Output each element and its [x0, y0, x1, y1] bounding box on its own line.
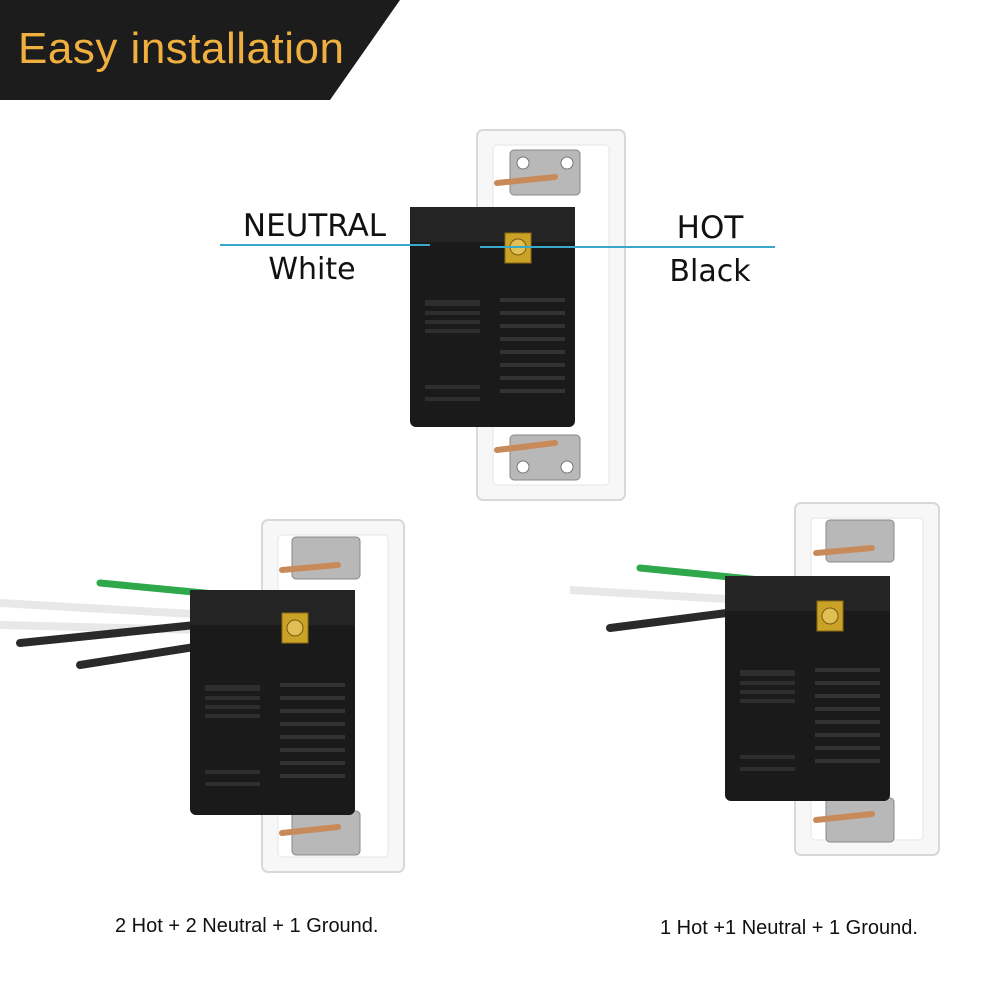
bottom-right-caption: 1 Hot +1 Neutral + 1 Ground.	[660, 917, 918, 939]
top-outlet-image	[410, 129, 626, 501]
bottom-right-outlet-image	[570, 502, 940, 856]
neutral-label: NEUTRAL	[242, 208, 387, 244]
hot-label: HOT	[676, 210, 744, 246]
hot-color-label: Black	[669, 254, 751, 289]
banner-background	[0, 0, 400, 100]
banner-title: Easy installation	[18, 24, 345, 73]
neutral-color-label: White	[268, 252, 356, 287]
banner: Easy installation	[0, 0, 400, 100]
bottom-left-outlet-image	[0, 519, 405, 873]
bottom-left-caption: 2 Hot + 2 Neutral + 1 Ground.	[115, 915, 379, 937]
leader-lines	[220, 244, 775, 248]
